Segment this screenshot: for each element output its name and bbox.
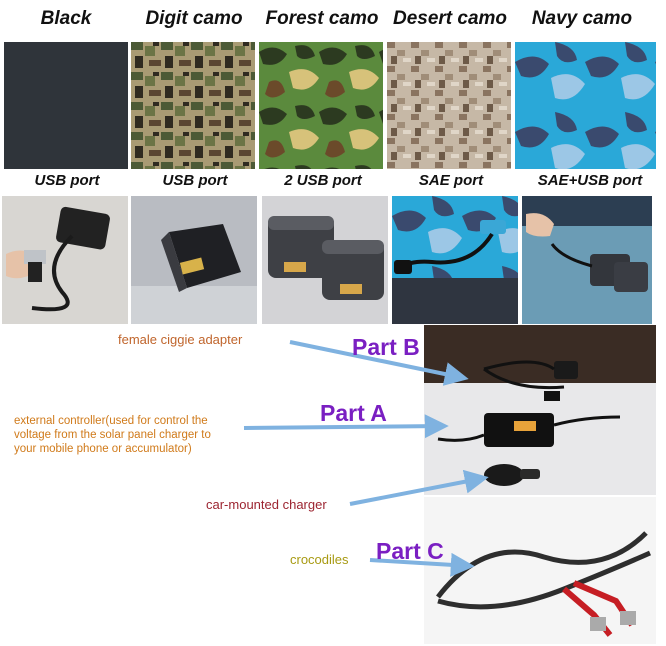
sae-usb-box-photo	[522, 196, 652, 324]
port-label: 2 USB port	[284, 172, 362, 189]
port-label: SAE port	[418, 172, 484, 189]
variant-name: Digit camo	[145, 8, 243, 29]
digit-camo-swatch	[131, 42, 255, 169]
car-mounted-label: car-mounted charger	[206, 497, 327, 512]
variant-name: Navy camo	[531, 8, 633, 29]
variant-name: Forest camo	[265, 8, 379, 29]
usb-box-photo	[131, 196, 257, 324]
port-label: USB port	[162, 172, 228, 189]
variant-name: Desert camo	[392, 8, 508, 29]
variant-name: Black	[40, 8, 92, 29]
part-a-label: Part A	[320, 400, 387, 426]
dual-usb-box-photo	[262, 196, 388, 324]
controller-photo	[437, 391, 621, 447]
external-controller-label: external controller(used for control the…	[14, 415, 211, 455]
part-b-label: Part B	[352, 334, 420, 360]
port-label: SAE+USB port	[537, 172, 643, 189]
black-swatch	[4, 42, 128, 169]
sae-cable-photo	[392, 196, 518, 324]
desert-camo-swatch	[387, 42, 511, 169]
female-ciggie-label: female ciggie adapter	[118, 332, 243, 347]
usb-cable-photo	[2, 196, 128, 324]
ciggie-adapter-photo	[483, 360, 578, 390]
part-c-label: Part C	[376, 538, 444, 564]
accessories-upper-photo	[424, 325, 656, 495]
navy-camo-swatch	[515, 42, 656, 169]
crocodiles-label: crocodiles	[290, 552, 349, 567]
forest-camo-swatch	[259, 42, 383, 169]
port-label: USB port	[34, 172, 100, 189]
car-charger-photo	[484, 464, 540, 486]
